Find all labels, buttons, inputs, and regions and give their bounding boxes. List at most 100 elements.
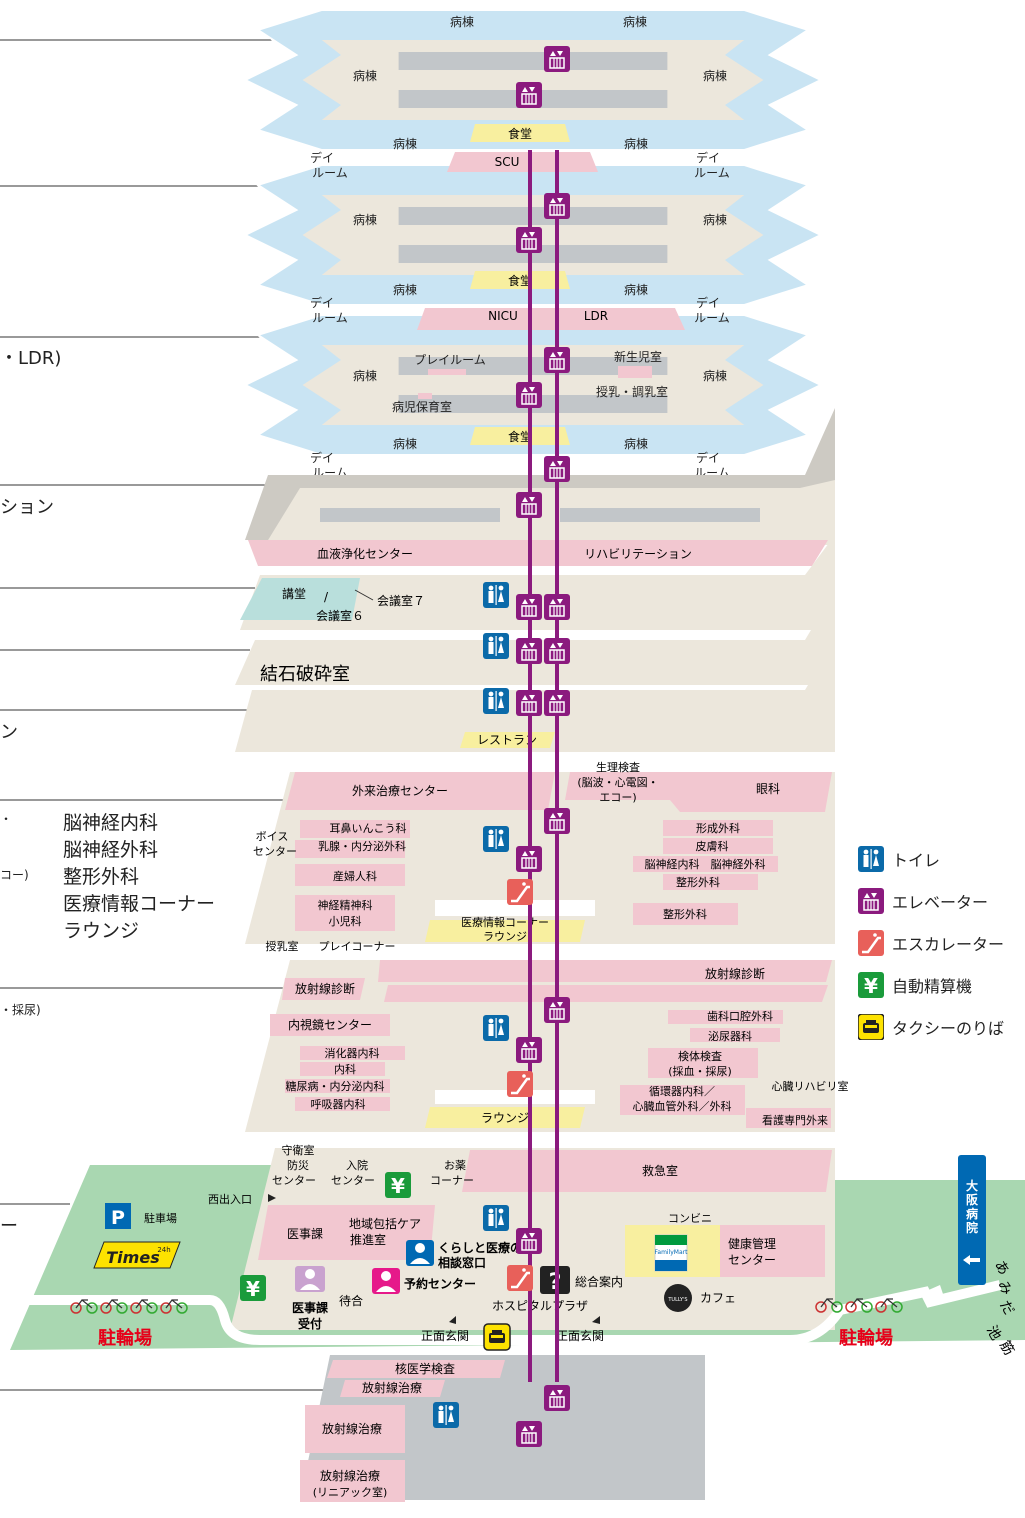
svg-text:TULLY'S: TULLY'S	[667, 1297, 687, 1303]
svg-text:¥: ¥	[391, 1174, 405, 1198]
svg-text:食堂: 食堂	[508, 429, 532, 444]
third-shokudo: 食堂	[418, 366, 652, 445]
svg-text:筋: 筋	[996, 1337, 1018, 1358]
svg-text:正面玄関: 正面玄関	[556, 1328, 604, 1343]
svg-text:放射線治療: 放射線治療	[362, 1380, 422, 1395]
leader-text-f4: ション	[0, 497, 54, 518]
list-item: ラウンジ	[63, 920, 140, 942]
svg-text:お薬: お薬	[444, 1159, 466, 1172]
floor-3f: 講堂 / 会議室６ 会議室７	[240, 535, 835, 630]
svg-text:会議室７: 会議室７	[377, 593, 425, 608]
svg-text:小児科: 小児科	[329, 914, 362, 928]
svg-text:ルーム: ルーム	[312, 311, 348, 325]
list-item: 脳神経外科	[63, 839, 159, 861]
svg-text:授乳室: 授乳室	[266, 939, 299, 953]
svg-text:整形外科: 整形外科	[663, 907, 707, 921]
leader-lines	[0, 39, 330, 1391]
leader-text-f1a-side: ・採尿)	[0, 1003, 41, 1017]
svg-text:外来治療センター: 外来治療センター	[352, 784, 448, 798]
svg-text:病棟: 病棟	[703, 212, 727, 227]
svg-text:ルーム: ルーム	[694, 311, 730, 325]
svg-text:講堂: 講堂	[282, 586, 306, 601]
svg-text:神経精神科: 神経精神科	[318, 898, 373, 912]
svg-text:P: P	[111, 1207, 125, 1229]
svg-text:糖尿病・内分泌内科: 糖尿病・内分泌内科	[286, 1079, 385, 1093]
legend-item-escalator: エスカレーター	[858, 922, 1023, 964]
svg-text:病棟: 病棟	[353, 68, 377, 83]
leader-text-f1b-dot: ・	[0, 812, 13, 826]
second-floor-labels: 病棟 病棟 病棟 病棟 デイ ルーム デイ ルーム	[310, 212, 730, 325]
svg-text:総合案内: 総合案内	[575, 1274, 623, 1289]
escalator-icon	[858, 930, 884, 956]
svg-text:病棟: 病棟	[353, 212, 377, 227]
svg-text:会議室６: 会議室６	[316, 608, 364, 623]
svg-text:駐車場: 駐車場	[144, 1211, 177, 1225]
svg-text:病棟: 病棟	[353, 368, 377, 383]
yen-icon	[858, 972, 884, 998]
third-floor-labels: 病棟 病棟 病棟 病棟 デイ ルーム デイ ルーム プレイルーム 新生児室 授乳…	[310, 349, 730, 480]
svg-text:正面玄関: 正面玄関	[421, 1328, 469, 1343]
legend-item-elevator: エレベーター	[858, 880, 1023, 922]
svg-text:デイ: デイ	[310, 450, 334, 465]
svg-text:ラウンジ: ラウンジ	[483, 930, 527, 943]
svg-text:検体検査: 検体検査	[678, 1049, 722, 1063]
svg-text:FamilyMart: FamilyMart	[655, 1249, 689, 1256]
svg-text:生理検査: 生理検査	[596, 760, 640, 774]
svg-text:眼科: 眼科	[756, 782, 780, 796]
svg-text:/: /	[324, 590, 329, 604]
svg-text:守衛室: 守衛室	[282, 1143, 315, 1157]
svg-text:センター: センター	[728, 1253, 776, 1267]
svg-text:ルーム: ルーム	[312, 166, 348, 180]
svg-text:核医学検査: 核医学検査	[395, 1361, 455, 1376]
svg-text:防災: 防災	[287, 1158, 309, 1172]
svg-text:食堂: 食堂	[508, 126, 532, 141]
svg-text:リハビリテーション: リハビリテーション	[584, 547, 692, 561]
svg-text:整形外科: 整形外科	[676, 875, 720, 889]
svg-text:医事課: 医事課	[287, 1226, 323, 1241]
legend-item-taxi: タクシーのりば	[858, 1006, 1023, 1048]
svg-text:センター: センター	[272, 1174, 316, 1187]
top-shokudo: 食堂 SCU	[447, 124, 598, 172]
svg-text:呼吸器内科: 呼吸器内科	[311, 1097, 366, 1111]
svg-text:センター: センター	[253, 845, 297, 858]
svg-text:内科: 内科	[334, 1062, 356, 1076]
leader-text-f5: ・LDR)	[0, 348, 62, 369]
legend-item-yen: 自動精算機	[858, 964, 1023, 1006]
svg-text:ボイス: ボイス	[256, 830, 289, 843]
svg-text:病棟: 病棟	[393, 436, 417, 451]
svg-text:授乳・調乳室: 授乳・調乳室	[596, 384, 668, 399]
svg-text:結石破砕室: 結石破砕室	[260, 664, 350, 685]
svg-text:医事課: 医事課	[292, 1300, 329, 1315]
svg-text:LDR: LDR	[584, 309, 608, 323]
svg-text:循環器内科／: 循環器内科／	[649, 1084, 715, 1098]
legend-label: タクシーのりば	[892, 1019, 1005, 1038]
svg-text:デイ: デイ	[310, 295, 334, 310]
top-floor-labels: 病棟 病棟 病棟 病棟 病棟 病棟 デイ ルーム デイ ルーム	[310, 14, 730, 180]
toilet-icon	[858, 846, 884, 872]
svg-text:コーナー: コーナー	[430, 1174, 474, 1187]
svg-text:新生児室: 新生児室	[614, 349, 662, 364]
svg-text:病棟: 病棟	[450, 14, 474, 29]
svg-text:NICU: NICU	[488, 309, 518, 323]
leader-text-f1b-side: コー)	[0, 868, 29, 882]
svg-text:病棟: 病棟	[393, 136, 417, 151]
svg-text:予約センター: 予約センター	[404, 1276, 476, 1291]
svg-text:看護専門外来: 看護専門外来	[762, 1113, 828, 1127]
svg-text:消化器内科: 消化器内科	[325, 1046, 380, 1060]
second-shokudo: 食堂 NICU LDR	[417, 271, 685, 330]
svg-text:ホスピタルプラザ: ホスピタルプラザ	[492, 1299, 588, 1313]
list-item: 脳神経内科	[63, 812, 159, 834]
floor-outpatient-a: 放射線診断 放射線診断 内視鏡センター 消化器内科 内科 糖尿病・内分泌内科 呼…	[245, 960, 849, 1132]
svg-text:ラウンジ: ラウンジ	[481, 1111, 529, 1125]
svg-text:産婦人科: 産婦人科	[333, 869, 377, 883]
svg-text:院: 院	[966, 1220, 978, 1235]
svg-text:(リニアック室): (リニアック室)	[313, 1485, 388, 1499]
legend: トイレ エレベーター エスカレーター 自動精算機 タクシーのりば	[858, 838, 1023, 1048]
svg-text:食堂: 食堂	[508, 273, 532, 288]
svg-text:救急室: 救急室	[642, 1163, 678, 1178]
taxi-icon	[858, 1014, 884, 1040]
svg-text:内視鏡センター: 内視鏡センター	[288, 1017, 372, 1032]
svg-text:¥: ¥	[246, 1277, 260, 1301]
svg-text:くらしと医療の: くらしと医療の	[438, 1240, 522, 1255]
svg-text:(採血・採尿): (採血・採尿)	[668, 1064, 732, 1078]
